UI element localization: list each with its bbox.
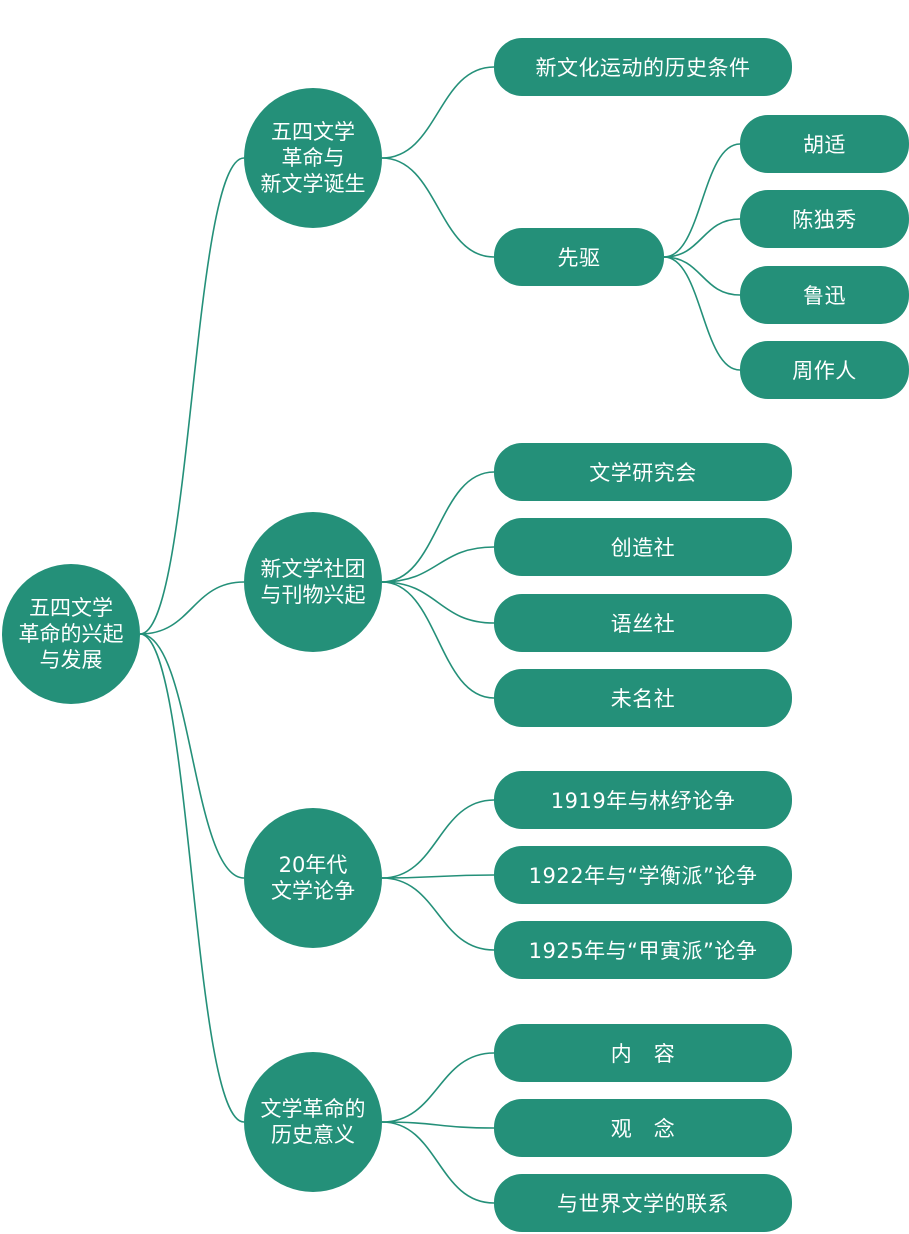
leaf-node: 与世界文学的联系 [494, 1174, 792, 1232]
pioneer-node: 陈独秀 [740, 190, 909, 248]
connector-line [139, 633, 245, 879]
pioneer-node: 鲁迅 [740, 266, 909, 324]
connector-line [381, 546, 495, 583]
leaf-node: 新文化运动的历史条件 [494, 38, 792, 96]
leaf-node: 语丝社 [494, 594, 792, 652]
branch-node-1: 五四文学 革命与 新文学诞生 [244, 88, 382, 228]
leaf-node: 未名社 [494, 669, 792, 727]
connector-line [139, 157, 245, 635]
leaf-node: 创造社 [494, 518, 792, 576]
connector-line [663, 218, 741, 258]
leaf-node: 内 容 [494, 1024, 792, 1082]
leaf-node: 文学研究会 [494, 443, 792, 501]
connector-line [381, 1052, 495, 1123]
branch-node-4: 文学革命的 历史意义 [244, 1052, 382, 1192]
connector-line [663, 143, 741, 258]
connector-line [381, 877, 495, 951]
connector-line [381, 1121, 495, 1129]
leaf-node: 1919年与林纾论争 [494, 771, 792, 829]
connector-line [139, 633, 245, 1123]
leaf-node: 1925年与“甲寅派”论争 [494, 921, 792, 979]
connector-line [139, 581, 245, 635]
connector-line [663, 256, 741, 371]
connector-line [381, 1121, 495, 1204]
root-node: 五四文学 革命的兴起 与发展 [2, 564, 140, 704]
branch-node-2: 新文学社团 与刊物兴起 [244, 512, 382, 652]
leaf-node: 1922年与“学衡派”论争 [494, 846, 792, 904]
leaf-node-pioneers: 先驱 [494, 228, 664, 286]
connector-line [381, 66, 495, 159]
connector-line [381, 581, 495, 699]
connector-line [381, 874, 495, 879]
connector-line [381, 157, 495, 258]
branch-node-3: 20年代 文学论争 [244, 808, 382, 948]
connector-line [663, 256, 741, 296]
pioneer-node: 胡适 [740, 115, 909, 173]
connector-line [381, 471, 495, 583]
connector-line [381, 581, 495, 624]
leaf-node: 观 念 [494, 1099, 792, 1157]
connector-line [381, 799, 495, 879]
pioneer-node: 周作人 [740, 341, 909, 399]
